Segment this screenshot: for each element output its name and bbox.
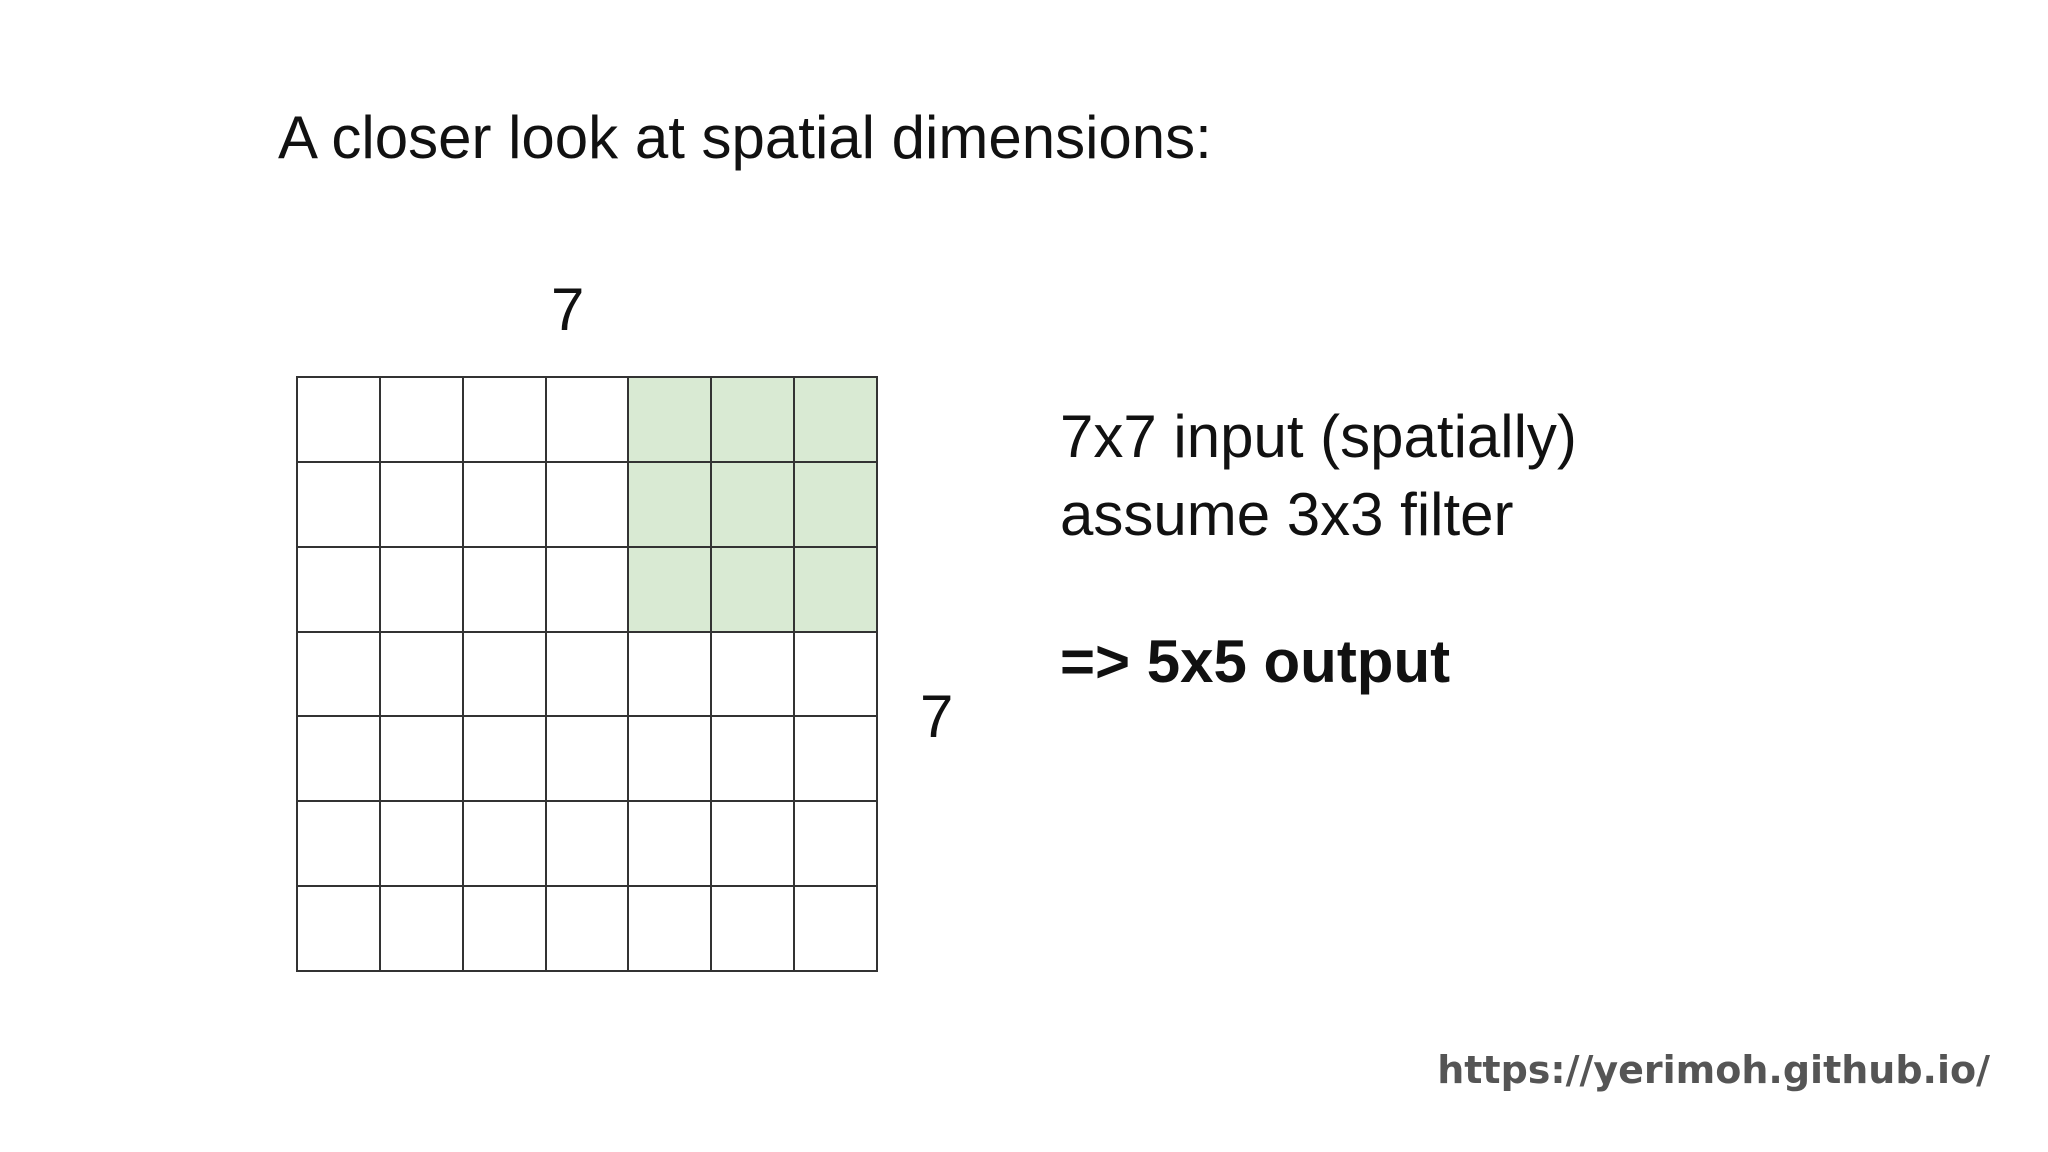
filter-cell (712, 462, 796, 548)
grid-cell (712, 802, 796, 888)
grid-cell (546, 802, 630, 888)
grid-cell (380, 378, 464, 463)
grid-cell (298, 378, 381, 463)
slide-title: A closer look at spatial dimensions: (278, 104, 1212, 171)
filter-description: assume 3x3 filter (1060, 481, 1514, 548)
filter-cell (712, 547, 796, 633)
grid-cell (629, 802, 713, 888)
grid-cell (380, 802, 464, 888)
filter-cell (629, 547, 713, 633)
watermark: https://yerimoh.github.io/ (1437, 1048, 1990, 1092)
grid-cell (380, 632, 464, 718)
filter-cell (629, 462, 713, 548)
grid-cell (380, 547, 464, 633)
grid-cell (546, 887, 630, 972)
filter-cell (795, 547, 878, 633)
grid-cell (795, 802, 878, 888)
grid-cell (463, 802, 547, 888)
grid-cell (712, 717, 796, 803)
grid-width-label: 7 (551, 276, 585, 343)
grid-cell (298, 802, 381, 888)
grid-cell (546, 547, 630, 633)
grid-cell (463, 887, 547, 972)
grid-cell (463, 462, 547, 548)
filter-cell (712, 378, 796, 463)
grid-cell (380, 717, 464, 803)
grid-cell (298, 887, 381, 972)
filter-cell (795, 462, 878, 548)
input-grid (296, 376, 878, 972)
grid-cell (463, 378, 547, 463)
grid-cell (795, 887, 878, 972)
grid-cell (795, 717, 878, 803)
grid-cell (380, 887, 464, 972)
grid-cell (629, 632, 713, 718)
grid-cell (546, 462, 630, 548)
grid-cell (298, 717, 381, 803)
grid-cell (795, 632, 878, 718)
input-description: 7x7 input (spatially) (1060, 403, 1577, 470)
description: 7x7 input (spatially) assume 3x3 filter (1060, 398, 1577, 554)
grid-cell (712, 632, 796, 718)
grid-cell (629, 887, 713, 972)
grid-cell (629, 717, 713, 803)
grid-cell (298, 632, 381, 718)
grid-cell (546, 632, 630, 718)
output-description: => 5x5 output (1060, 628, 1451, 695)
grid-cell (298, 462, 381, 548)
filter-cell (795, 378, 878, 463)
grid-cell (712, 887, 796, 972)
grid-cell (298, 547, 381, 633)
grid-cell (463, 717, 547, 803)
filter-cell (629, 378, 713, 463)
grid-height-label: 7 (920, 683, 954, 750)
grid-cell (380, 462, 464, 548)
grid-cell (463, 632, 547, 718)
grid-cell (546, 378, 630, 463)
grid-cell (546, 717, 630, 803)
grid-cell (463, 547, 547, 633)
